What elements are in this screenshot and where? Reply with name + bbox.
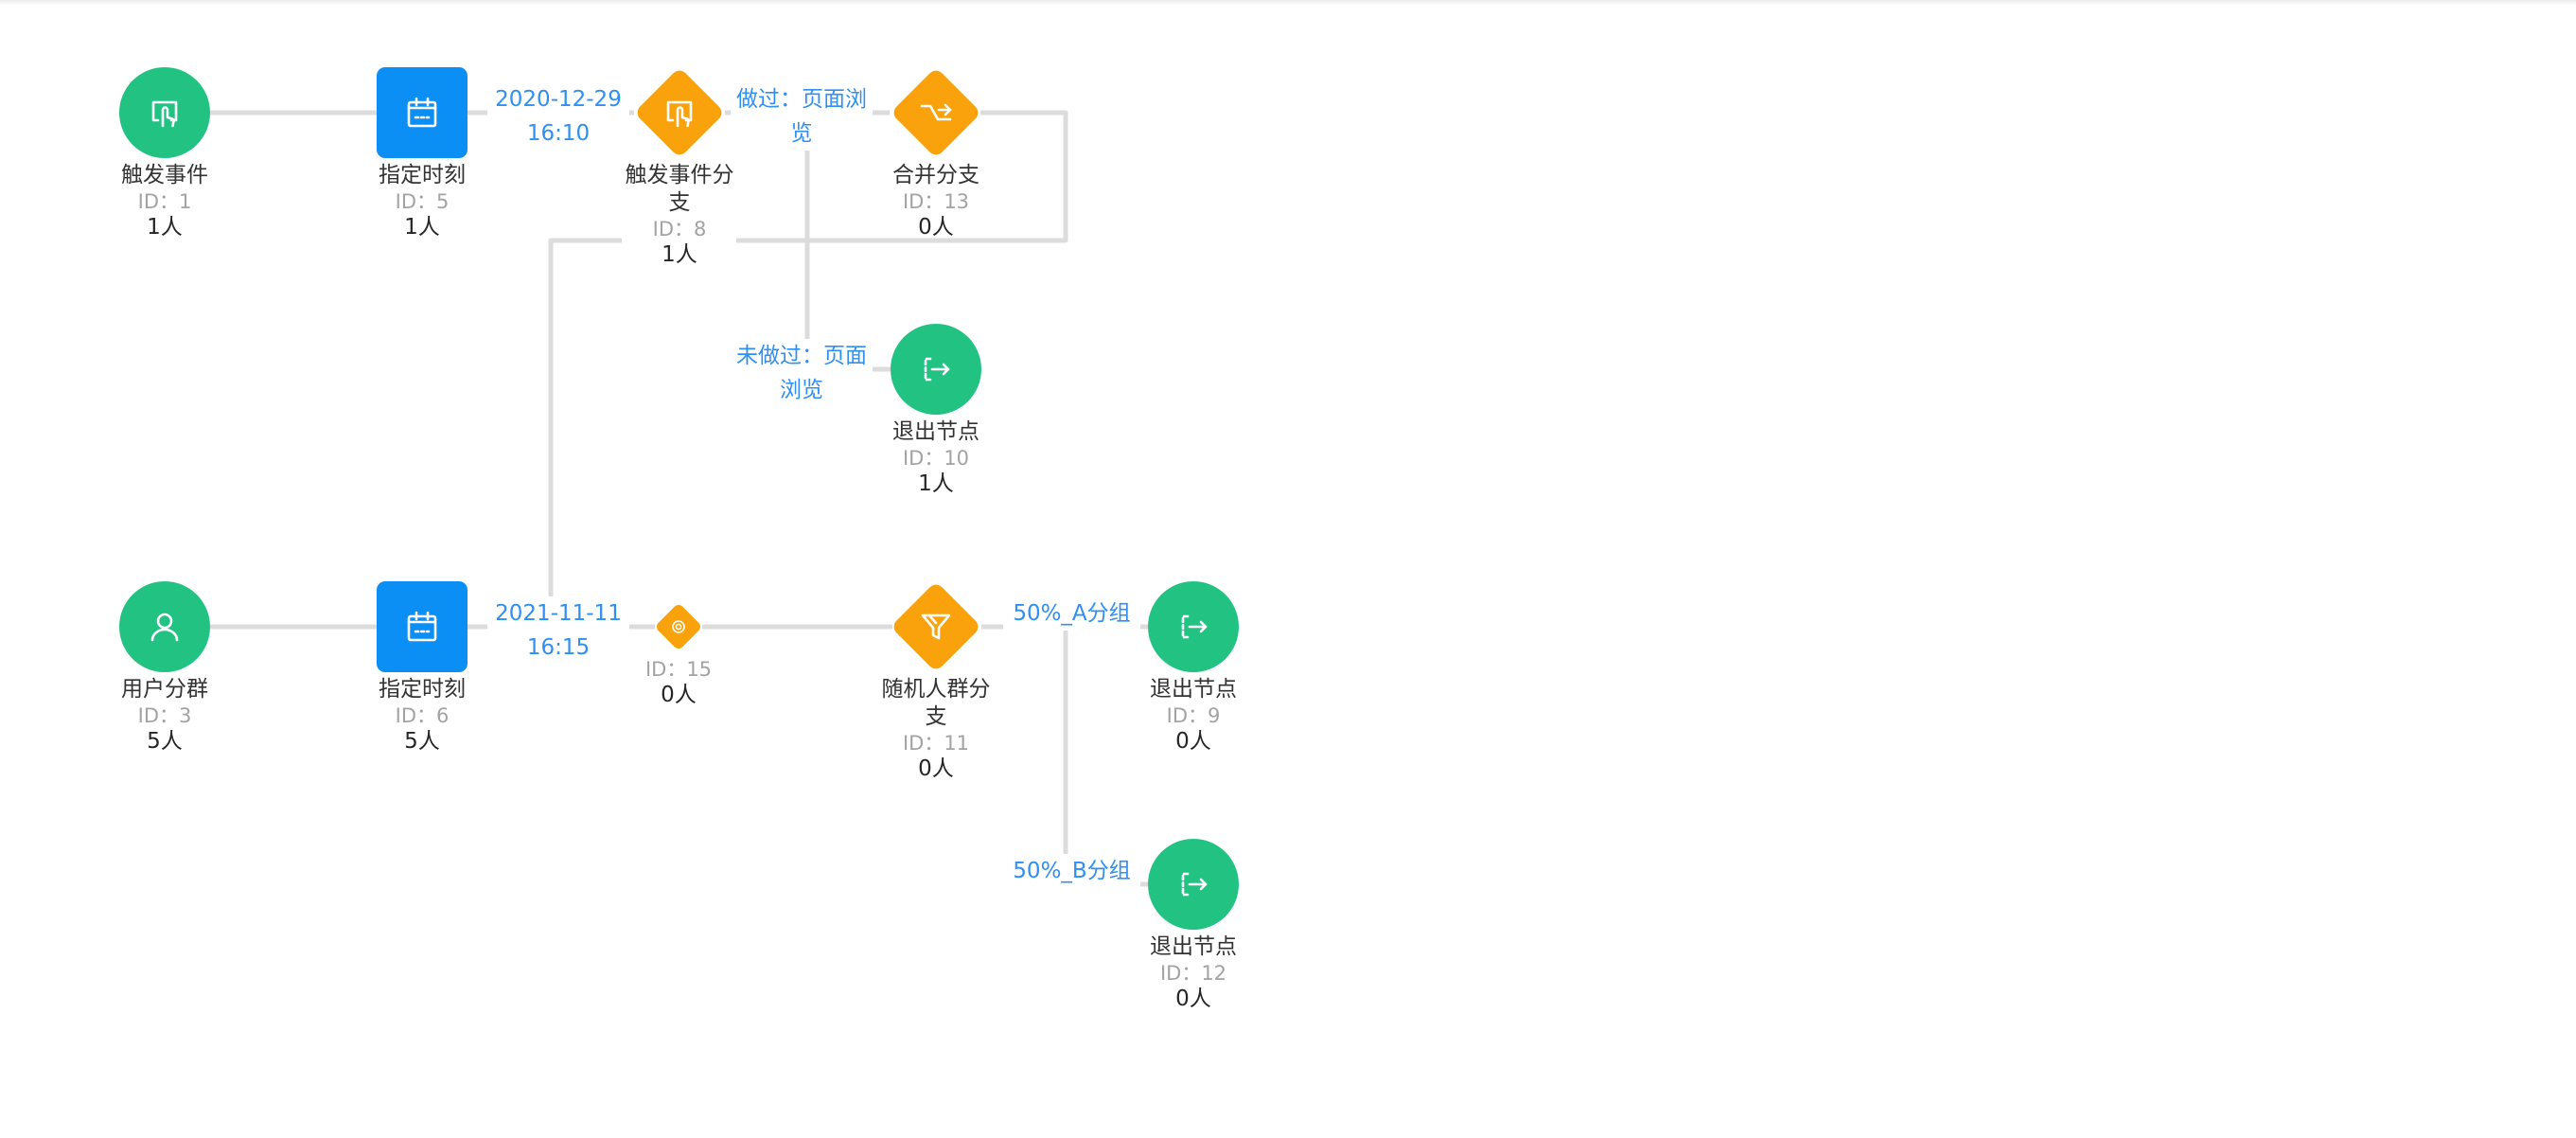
edge-label-line: 2021-11-11 bbox=[495, 601, 622, 626]
merge-icon bbox=[920, 103, 952, 121]
node-shape[interactable] bbox=[377, 581, 468, 672]
node-exit-10[interactable]: 退出节点 ID：10 1人 bbox=[832, 324, 1040, 498]
node-random-split[interactable]: 随机人群分支 ID：11 0人 bbox=[832, 580, 1040, 783]
node-shape[interactable] bbox=[654, 602, 703, 651]
node-target-15[interactable]: ID：15 0人 bbox=[574, 602, 783, 709]
node-title: 指定时刻 bbox=[379, 163, 466, 187]
node-count: 5人 bbox=[147, 729, 183, 754]
node-trigger-event[interactable]: 触发事件 ID：1 1人 bbox=[61, 67, 269, 241]
node-title: 随机人群分支 bbox=[881, 677, 991, 729]
node-count: 0人 bbox=[1175, 729, 1211, 754]
edge-label-line: 做过：页面浏 bbox=[736, 87, 867, 112]
node-user-segment[interactable]: 用户分群 ID：3 5人 bbox=[61, 581, 269, 756]
node-id: ID：3 bbox=[137, 704, 192, 727]
node-id: ID：13 bbox=[902, 190, 970, 213]
node-id: ID：15 bbox=[644, 658, 713, 681]
node-title: 指定时刻 bbox=[379, 677, 466, 702]
node-title: 用户分群 bbox=[121, 677, 208, 702]
node-shape[interactable] bbox=[633, 66, 726, 159]
node-id: ID：9 bbox=[1166, 704, 1221, 727]
node-schedule-time-2[interactable]: 指定时刻 ID：6 5人 bbox=[318, 581, 526, 756]
edge-label-line: 浏览 bbox=[780, 378, 823, 402]
edge-label-not-did[interactable]: 未做过：页面 浏览 bbox=[731, 339, 873, 407]
edge-label-group-a[interactable]: 50%_A分组 bbox=[1003, 596, 1140, 631]
node-shape[interactable] bbox=[890, 66, 982, 159]
target-icon bbox=[672, 620, 685, 633]
edge-label-line: 未做过：页面 bbox=[736, 344, 867, 368]
node-title: 退出节点 bbox=[892, 419, 979, 444]
node-id: ID：11 bbox=[902, 732, 970, 755]
node-id: ID：10 bbox=[902, 447, 970, 470]
exit-icon bbox=[1181, 872, 1208, 897]
node-shape[interactable] bbox=[377, 67, 468, 158]
node-shape[interactable] bbox=[890, 580, 982, 673]
edge-label-line: 览 bbox=[790, 121, 813, 146]
node-schedule-time[interactable]: 指定时刻 ID：5 1人 bbox=[318, 67, 526, 241]
node-merge-branch[interactable]: 合并分支 ID：13 0人 bbox=[832, 66, 1040, 241]
exit-icon bbox=[1181, 614, 1208, 639]
node-shape[interactable] bbox=[891, 324, 981, 415]
edge-label-time-1[interactable]: 2020-12-29 16:10 bbox=[487, 82, 629, 151]
node-count: 0人 bbox=[918, 215, 954, 240]
node-exit-12[interactable]: 退出节点 ID：12 0人 bbox=[1089, 839, 1297, 1013]
edge-label-line: 50%_A分组 bbox=[1013, 601, 1131, 626]
node-shape[interactable] bbox=[119, 581, 210, 672]
node-id: ID：1 bbox=[137, 190, 192, 213]
node-count: 1人 bbox=[662, 242, 697, 267]
edge-label-line: 50%_B分组 bbox=[1013, 859, 1131, 883]
node-title: 合并分支 bbox=[892, 163, 979, 187]
node-title: 退出节点 bbox=[1150, 934, 1237, 959]
node-shape[interactable] bbox=[1148, 581, 1239, 672]
top-shadow-bar bbox=[0, 0, 2576, 6]
node-title: 退出节点 bbox=[1150, 677, 1237, 702]
node-count: 5人 bbox=[404, 729, 440, 754]
node-count: 1人 bbox=[404, 215, 440, 240]
edge-cross-link bbox=[548, 238, 622, 627]
node-count: 0人 bbox=[1175, 987, 1211, 1011]
node-shape[interactable] bbox=[1148, 839, 1239, 930]
calendar-icon bbox=[407, 97, 437, 128]
edge-merge-loop bbox=[736, 110, 1068, 243]
calendar-icon bbox=[407, 611, 437, 642]
node-title: 触发事件分支 bbox=[625, 163, 734, 215]
node-count: 1人 bbox=[918, 471, 954, 496]
tap-icon bbox=[151, 100, 178, 128]
node-id: ID：8 bbox=[652, 218, 707, 240]
node-id: ID：12 bbox=[1159, 962, 1227, 985]
edge-label-line: 16:10 bbox=[526, 121, 591, 146]
node-count: 0人 bbox=[918, 756, 954, 781]
node-count: 1人 bbox=[147, 215, 183, 240]
node-exit-9[interactable]: 退出节点 ID：9 0人 bbox=[1089, 581, 1297, 756]
edge-label-line: 2020-12-29 bbox=[495, 87, 622, 112]
edge-label-did[interactable]: 做过：页面浏 览 bbox=[731, 82, 873, 151]
edge-label-group-b[interactable]: 50%_B分组 bbox=[1003, 854, 1140, 888]
edge-label-line: 16:15 bbox=[526, 635, 591, 660]
user-icon bbox=[150, 613, 179, 642]
node-count: 0人 bbox=[661, 683, 697, 707]
node-id: ID：6 bbox=[395, 704, 450, 727]
node-id: ID：5 bbox=[395, 190, 450, 213]
edge-label-time-2[interactable]: 2021-11-11 16:15 bbox=[487, 596, 629, 665]
node-event-branch[interactable]: 触发事件分支 ID：8 1人 bbox=[575, 66, 784, 269]
exit-icon bbox=[924, 357, 950, 382]
filter-icon bbox=[921, 613, 951, 640]
node-title: 触发事件 bbox=[121, 163, 208, 187]
tap-icon bbox=[666, 100, 693, 128]
node-shape[interactable] bbox=[119, 67, 210, 158]
